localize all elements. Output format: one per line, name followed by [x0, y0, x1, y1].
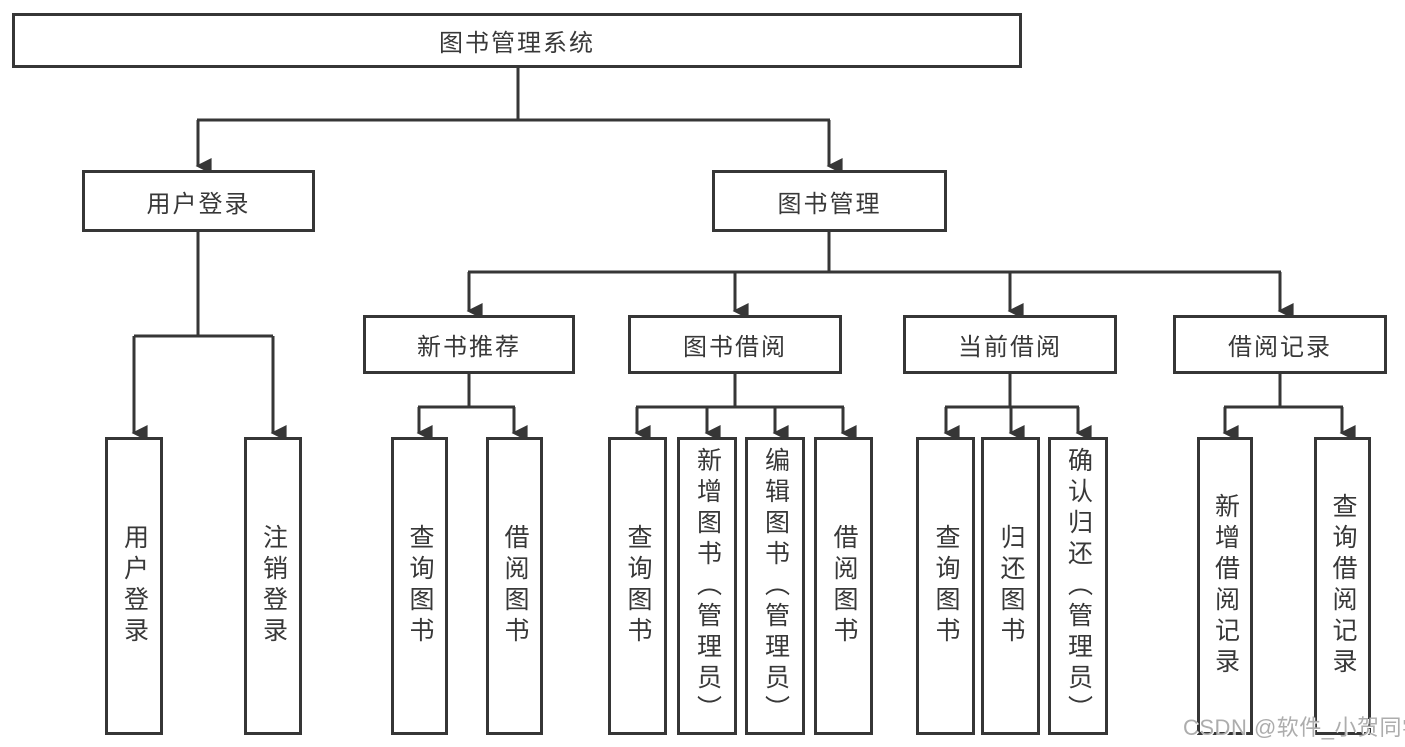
- leaf-query-books-3: 查询图书: [916, 437, 975, 735]
- leaf-borrow-books-2: 借阅图书: [814, 437, 873, 735]
- csdn-watermark: CSDN @软件_小贺同学: [1183, 715, 1405, 740]
- node-book-management: 图书管理: [712, 170, 947, 232]
- leaf-add-borrow-record: 新增借阅记录: [1197, 437, 1253, 735]
- leaf-query-borrow-record: 查询借阅记录: [1314, 437, 1371, 735]
- leaf-query-books-1: 查询图书: [391, 437, 448, 735]
- leaf-logout: 注销登录: [244, 437, 302, 735]
- leaf-query-books-2: 查询图书: [608, 437, 667, 735]
- connector-skeleton: [134, 68, 1343, 409]
- node-book-borrow: 图书借阅: [628, 315, 842, 374]
- leaf-edit-book-admin: 编辑图书（管理员）: [745, 437, 805, 735]
- node-root-system: 图书管理系统: [12, 13, 1022, 68]
- leaf-confirm-return-admin: 确认归还（管理员）: [1048, 437, 1108, 735]
- node-current-borrow: 当前借阅: [903, 315, 1117, 374]
- node-user-login: 用户登录: [82, 170, 315, 232]
- leaf-return-books: 归还图书: [981, 437, 1040, 735]
- leaf-add-book-admin: 新增图书（管理员）: [677, 437, 737, 735]
- leaf-user-login: 用户登录: [105, 437, 163, 735]
- node-borrow-records: 借阅记录: [1173, 315, 1387, 374]
- leaf-borrow-books-1: 借阅图书: [486, 437, 543, 735]
- connector-arrows: [131, 120, 1356, 441]
- node-new-book-recommend: 新书推荐: [363, 315, 575, 374]
